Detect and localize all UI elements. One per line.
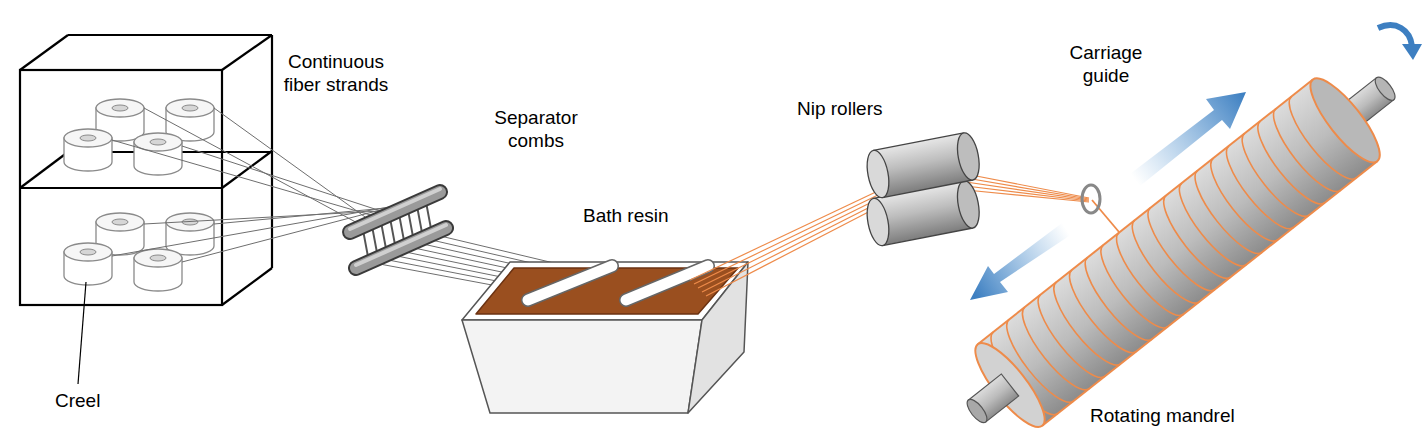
carriage-guide-ring: [1082, 185, 1100, 213]
resin-bath-part: [528, 266, 612, 300]
rotating-mandrel-part-part: [1154, 195, 1231, 287]
separator-combs-part: [350, 192, 440, 232]
separator-combs-part: [350, 189, 440, 229]
fiber-spools-part: [134, 249, 182, 291]
fiber-spools-part: [134, 133, 182, 175]
part-label: Nip rollers: [797, 97, 917, 120]
separator-combs-part: [356, 228, 446, 268]
rotation-arrow-part: [1378, 25, 1412, 46]
separator-combs-part: [350, 192, 440, 232]
nip-rollers-part-part: [864, 197, 893, 248]
rotating-mandrel-part-part: [1263, 109, 1340, 201]
wet-fibers-part: [698, 198, 880, 288]
rotating-mandrel-part-part: [1091, 245, 1168, 337]
rotating-mandrel-part-part: [1138, 208, 1215, 300]
wet-fibers-part: [966, 174, 1089, 198]
creel-frame-part: [222, 151, 272, 188]
part-label: Continuous fiber strands: [268, 50, 404, 96]
creel-front-part: [20, 70, 222, 305]
nip-rollers-part-part: [883, 180, 973, 198]
creel-frame: [20, 35, 272, 305]
separator-combs-part: [356, 228, 446, 268]
part-label: Separator combs: [490, 106, 582, 152]
nip-rollers-part-part: [883, 228, 973, 246]
rotating-mandrel-part-part: [1232, 133, 1309, 225]
rotating-mandrel-part-part: [1248, 121, 1325, 213]
rotating-mandrel-part-part: [1106, 233, 1183, 325]
rotating-mandrel-part: [1042, 161, 1377, 426]
rotating-mandrel-part-part: [1169, 183, 1246, 275]
rotating-mandrel-part: [1300, 70, 1390, 171]
rotating-mandrel-part-part: [1122, 220, 1199, 312]
nip-rollers-part-part: [873, 133, 963, 151]
creel-front: [20, 70, 222, 305]
wet-fibers-part: [966, 182, 1089, 200]
wet-fibers-part: [966, 190, 1089, 202]
creel-frame-part: [20, 35, 68, 70]
wet-fibers-part: [694, 194, 880, 284]
wet-fibers-part: [1092, 200, 1119, 232]
wet-fibers-part: [966, 186, 1089, 201]
rotating-mandrel-part-part: [1201, 158, 1278, 250]
rotating-mandrel-part-part: [1185, 171, 1262, 263]
creel-frame-part: [68, 34, 272, 36]
nip-rollers: [864, 131, 983, 247]
fiber-strands-part: [144, 108, 363, 226]
rotating-mandrel: [940, 44, 1422, 448]
resin-bath-part: [688, 262, 748, 413]
leader-line: [78, 282, 86, 384]
fiber-strands-part: [182, 146, 390, 214]
rotation-arrow-part: [1402, 44, 1422, 60]
rotating-mandrel-part-part: [1075, 257, 1152, 349]
nip-rollers-part-part: [864, 149, 893, 200]
rotating-mandrel-part-part: [1216, 146, 1293, 238]
rotation-arrow: [1378, 25, 1422, 60]
wet-fibers-part: [706, 206, 880, 296]
rotating-mandrel-part: [978, 80, 1378, 426]
rotating-mandrel-part-part: [1044, 282, 1121, 374]
nip-rollers-part-part: [954, 179, 983, 230]
nip-rollers-part: [864, 131, 983, 199]
creel-frame-part: [222, 35, 272, 70]
nip-rollers-part-part: [954, 131, 983, 182]
rotating-mandrel-part: [978, 80, 1313, 345]
creel-frame-part: [20, 152, 68, 188]
fiber-spools-part: [64, 243, 112, 285]
fiber-spools-part: [64, 129, 112, 171]
part-label: Carriage guide: [1058, 41, 1154, 87]
rotating-mandrel-part-part: [1059, 270, 1136, 362]
rotating-mandrel-part-part: [1279, 96, 1356, 188]
rotating-mandrel-part: [964, 396, 991, 425]
resin-bath-part: [528, 266, 612, 300]
creel-frame-part: [222, 268, 272, 305]
separator-combs: [350, 189, 446, 268]
fiber-spools-part: [166, 213, 214, 255]
wet-fibers-part: [690, 190, 880, 280]
wet-fibers-part: [702, 202, 880, 292]
part-label: Rotating mandrel: [1090, 404, 1290, 427]
creel-front-part: [20, 187, 222, 189]
fiber-strands-part: [112, 140, 381, 218]
fiber-spools: [64, 99, 214, 291]
separator-combs-part: [356, 225, 446, 265]
part-label: Bath resin: [583, 204, 713, 227]
rotating-mandrel-part: [1372, 74, 1399, 103]
rotating-mandrel-part: [981, 96, 1356, 423]
part-label: Creel: [55, 389, 125, 412]
rotating-mandrel-part-part: [1028, 295, 1105, 387]
fiber-strands-part: [214, 108, 372, 222]
resin-bath-part: [462, 320, 702, 413]
